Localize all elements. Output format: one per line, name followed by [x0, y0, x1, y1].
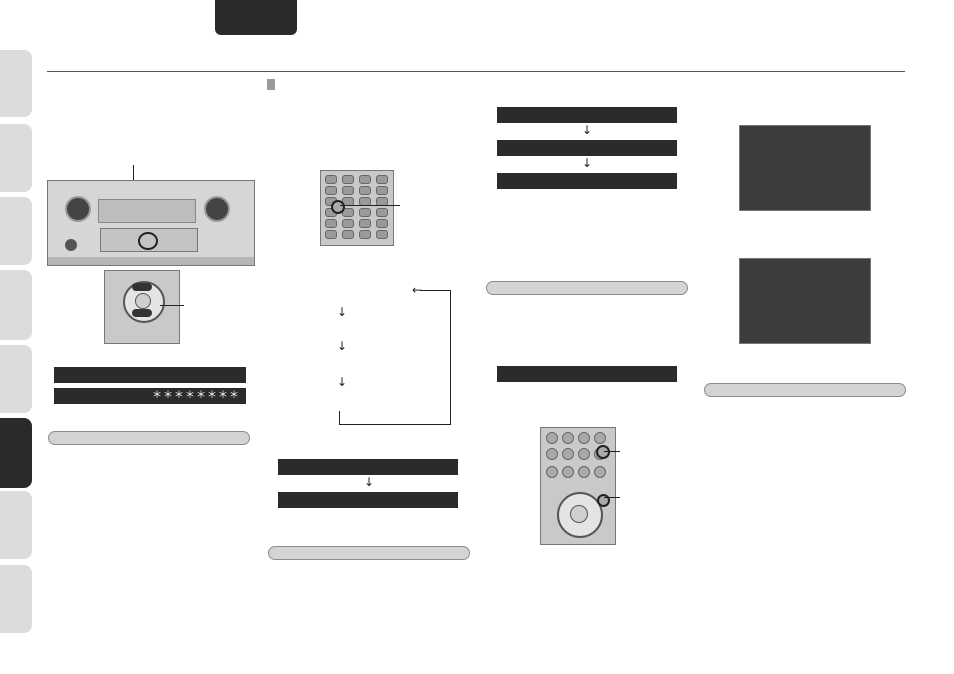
remote-key-icon [546, 448, 558, 460]
note-pill-col2 [268, 546, 470, 560]
remote-closeup-bottom [540, 427, 616, 545]
remote-key-icon [325, 230, 337, 239]
loop-line-right [450, 290, 451, 425]
down-arrow-icon: ↓ [337, 305, 348, 319]
side-tab[interactable] [0, 345, 32, 413]
remote-key-icon [562, 432, 574, 444]
remote-key-icon [342, 230, 354, 239]
volume-knob-right-icon [204, 196, 230, 222]
down-arrow-icon: ↓ [337, 375, 348, 389]
display-bar-1 [54, 367, 246, 383]
left-arrow-icon: ← [412, 283, 423, 297]
tv-screen-1 [739, 125, 871, 211]
setup-button-highlight [331, 200, 345, 214]
remote-key-icon [594, 432, 606, 444]
remote-closeup-top [320, 170, 394, 246]
sequence-bar-2 [497, 140, 677, 156]
side-tab[interactable] [0, 418, 32, 488]
remote-key-icon [342, 186, 354, 195]
remote-key-icon [359, 208, 371, 217]
down-arrow-icon: ↓ [337, 339, 348, 353]
remote-key-icon [325, 175, 337, 184]
receiver-front-panel [47, 180, 255, 266]
volume-knob-left-icon [65, 196, 91, 222]
loop-line-left [339, 411, 340, 425]
side-tab[interactable] [0, 197, 32, 265]
remote-key-icon [342, 219, 354, 228]
front-display-icon [98, 199, 196, 223]
remote-key-icon [359, 186, 371, 195]
callout-line-remote [160, 305, 184, 306]
remote-key-icon [359, 230, 371, 239]
remote-key-icon [562, 466, 574, 478]
remote-key-icon [359, 219, 371, 228]
power-button-icon [65, 239, 77, 251]
tv-screen-2 [739, 258, 871, 344]
panel-base [48, 257, 254, 265]
header-tab [215, 0, 297, 35]
remote-key-icon [546, 466, 558, 478]
header-rule [47, 71, 905, 72]
display-bar-col2-top [278, 459, 458, 475]
down-arrow-icon: ↓ [582, 156, 593, 170]
section-marker [267, 79, 275, 90]
note-pill-col4 [704, 383, 906, 397]
remote-key-icon [376, 186, 388, 195]
side-tab[interactable] [0, 491, 32, 559]
display-bar-col2-bottom [278, 492, 458, 508]
cross-key-up-highlight [132, 283, 152, 291]
remote-closeup-navigation [104, 270, 180, 344]
side-tab[interactable] [0, 565, 32, 633]
enter-icon [570, 505, 588, 523]
password-mask: ＊＊＊＊＊＊＊＊ [152, 390, 240, 401]
callout-line-col2 [340, 205, 400, 206]
down-arrow-icon: ↓ [582, 123, 593, 137]
remote-key-icon [376, 208, 388, 217]
exit-button-highlight [596, 445, 610, 459]
side-tab[interactable] [0, 50, 32, 117]
note-pill-col1 [48, 431, 250, 445]
cross-key-down-highlight [132, 309, 152, 317]
enter-icon [135, 293, 151, 309]
remote-key-icon [578, 466, 590, 478]
side-tab[interactable] [0, 124, 32, 192]
remote-key-icon [594, 466, 606, 478]
side-tab[interactable] [0, 270, 32, 340]
loop-line-top [420, 290, 451, 291]
display-bar-col3 [497, 366, 677, 382]
sequence-bar-1 [497, 107, 677, 123]
callout-line-col3-b [604, 497, 620, 498]
remote-key-icon [578, 448, 590, 460]
remote-key-icon [562, 448, 574, 460]
return-button-highlight [597, 494, 610, 507]
remote-key-icon [359, 175, 371, 184]
remote-key-icon [376, 230, 388, 239]
input-button-highlight [138, 232, 158, 250]
remote-key-icon [325, 219, 337, 228]
remote-key-icon [342, 175, 354, 184]
remote-key-icon [578, 432, 590, 444]
display-bar-2: ＊＊＊＊＊＊＊＊ [54, 388, 246, 404]
sequence-bar-3 [497, 173, 677, 189]
callout-line-col3-a [604, 451, 620, 452]
loop-line-bottom [339, 424, 451, 425]
remote-key-icon [376, 219, 388, 228]
remote-key-icon [325, 186, 337, 195]
remote-key-icon [546, 432, 558, 444]
remote-key-icon [342, 208, 354, 217]
remote-key-icon [376, 175, 388, 184]
note-pill-col3 [486, 281, 688, 295]
down-arrow-icon: ↓ [364, 475, 375, 489]
